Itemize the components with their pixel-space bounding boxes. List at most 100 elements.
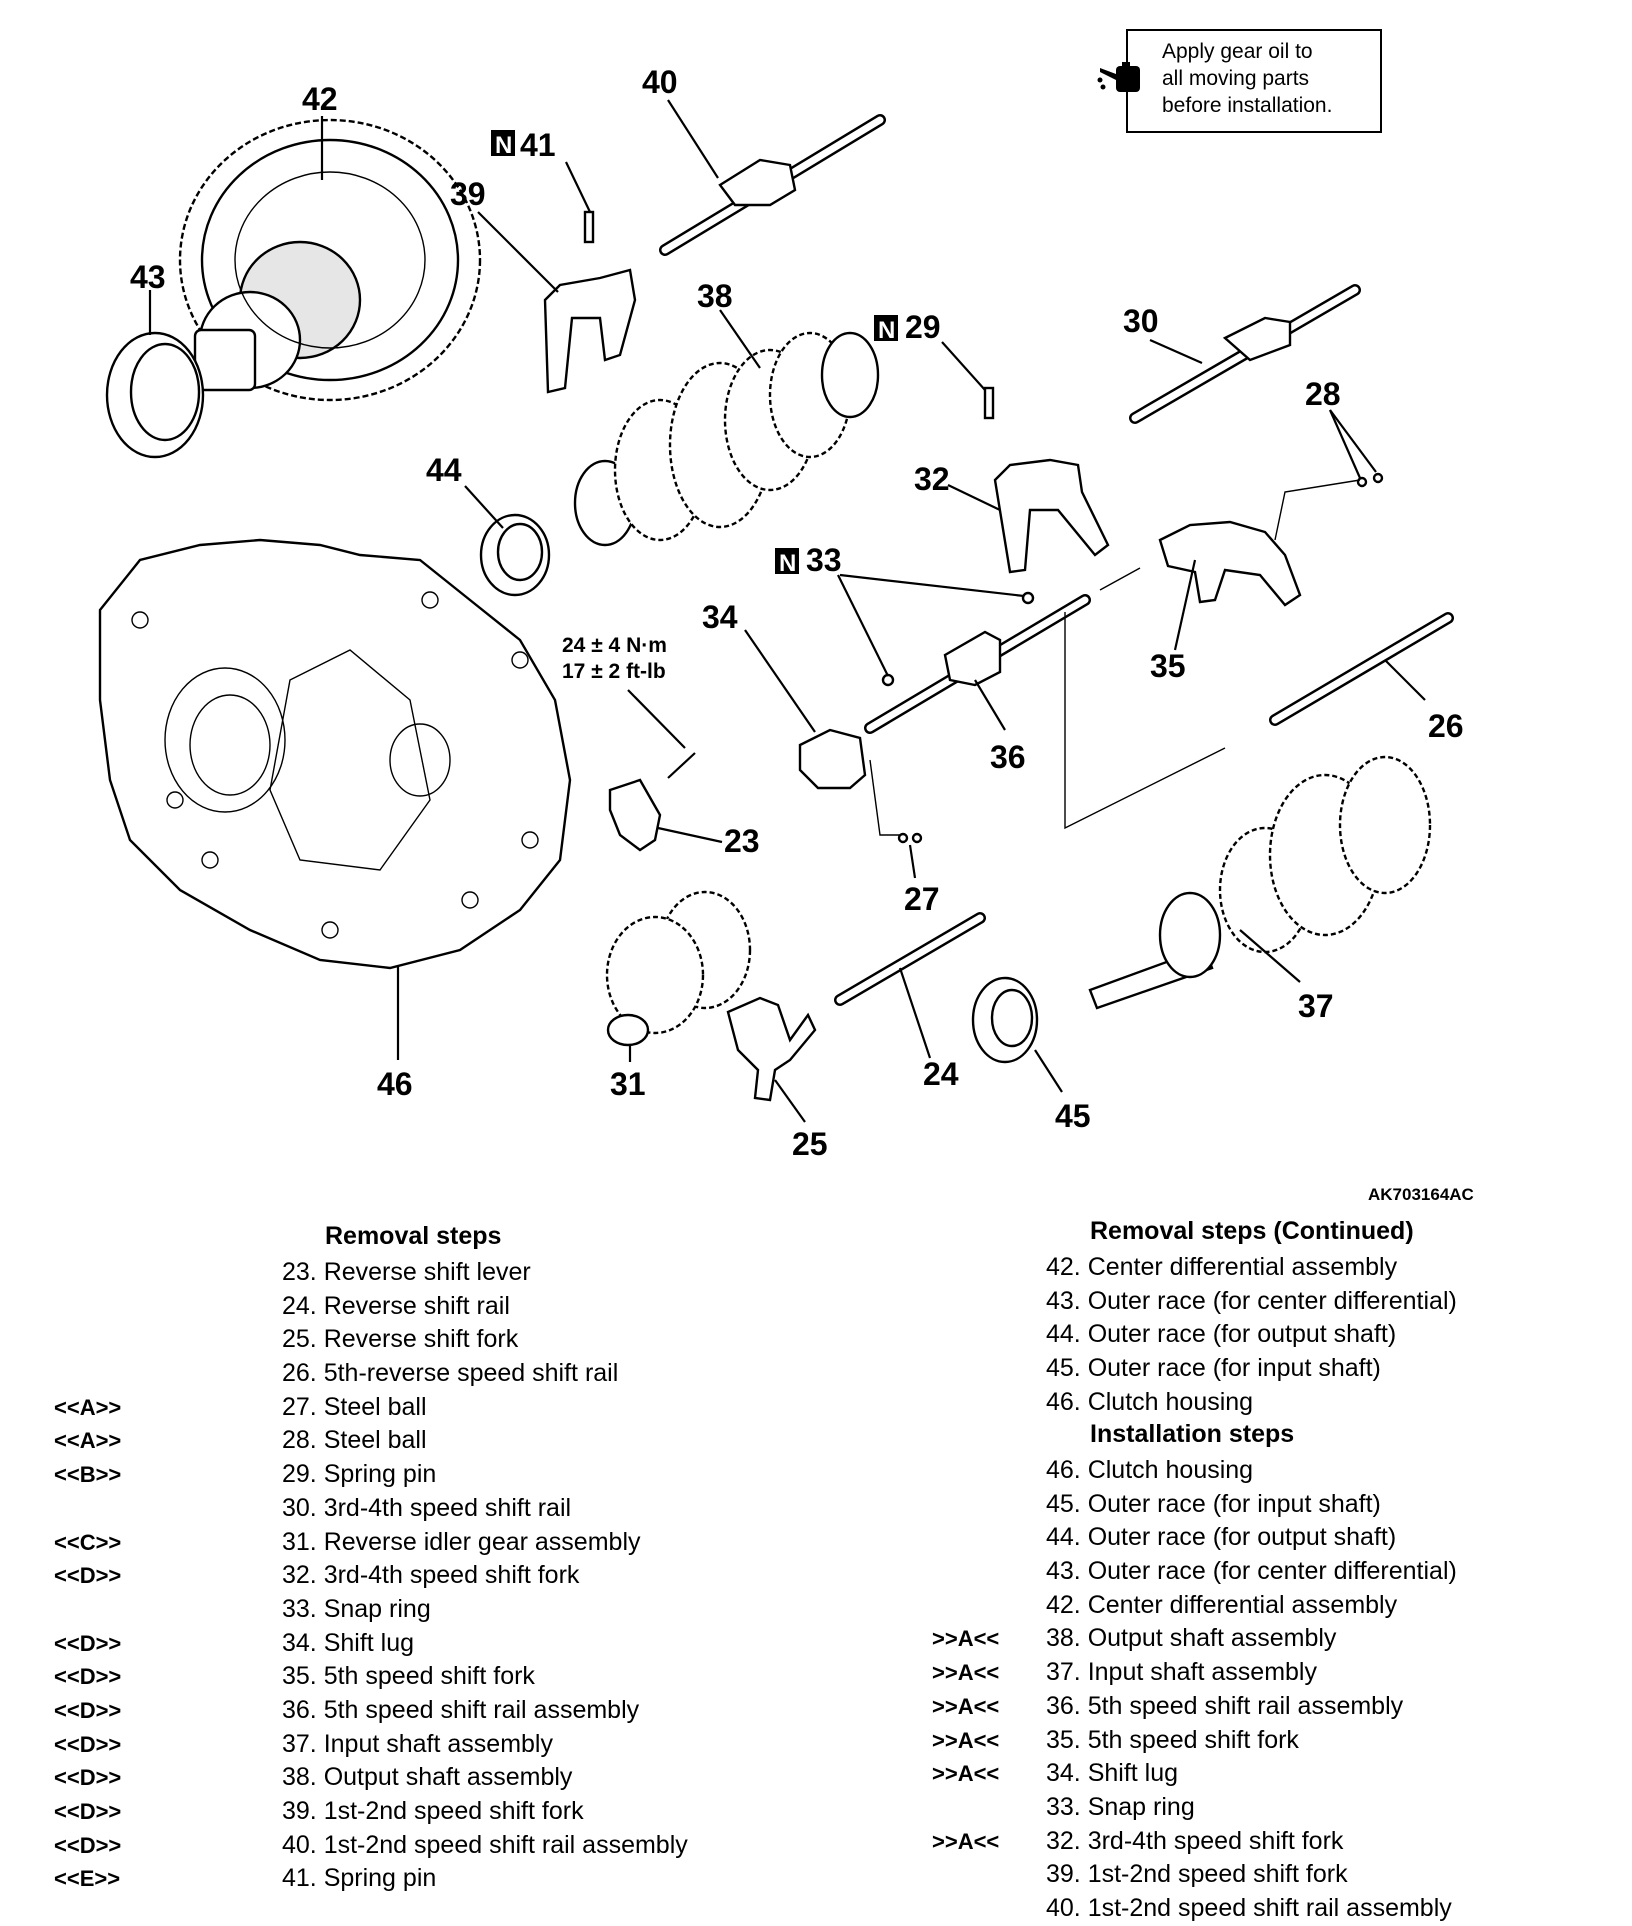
snap-ring-33a-drawing: [1021, 591, 1035, 605]
step-mark: <<D>>: [54, 1799, 122, 1824]
callout-38: 38: [697, 278, 733, 314]
note-line-1: Apply gear oil to: [1162, 40, 1313, 63]
step-item: 25. Reverse shift fork: [282, 1323, 688, 1357]
step-mark: <<C>>: [54, 1529, 122, 1555]
step-item: 45. Outer race (for input shaft): [1046, 1352, 1457, 1386]
step-item: >>A<< 34. Shift lug: [932, 1757, 1457, 1791]
step-mark: <<D>>: [54, 1563, 122, 1589]
step-text: 32. 3rd-4th speed shift fork: [1046, 1826, 1344, 1855]
step-text: 39. 1st-2nd speed shift fork: [282, 1797, 584, 1825]
step-mark: <<D>>: [54, 1664, 122, 1690]
output-shaft-drawing: [573, 331, 880, 547]
callout-43: 43: [130, 259, 166, 295]
step-mark: <<D>>: [54, 1630, 122, 1656]
step-text: 29. Spring pin: [282, 1460, 437, 1489]
reverse-shift-lever-drawing: [608, 778, 662, 852]
step-item: <<D>> 38. Output shaft assembly: [54, 1761, 688, 1795]
step-text: 33. Snap ring: [1046, 1792, 1195, 1821]
step-text: 34. Shift lug: [1046, 1759, 1179, 1788]
step-item: 42. Center differential assembly: [1046, 1251, 1457, 1285]
callout-37: 37: [1298, 988, 1334, 1024]
new-part-marker-41: N: [491, 130, 515, 159]
step-text: 32. 3rd-4th speed shift fork: [282, 1561, 580, 1590]
step-item: 45. Outer race (for input shaft): [1046, 1488, 1457, 1522]
callouts: 42 40 41 39 43 38 29 30 28 44 32 33 34 3…: [130, 64, 1464, 1162]
outer-race-45-drawing: [971, 976, 1039, 1064]
spring-pin-29-drawing: [983, 386, 995, 420]
note-line-2: all moving parts: [1162, 67, 1310, 90]
step-text: 36. 5th speed shift rail assembly: [1046, 1691, 1404, 1720]
step-text: 40. 1st-2nd speed shift rail assembly: [282, 1830, 688, 1859]
step-text: 41. Spring pin: [282, 1864, 437, 1893]
step-item: <<E>>41. Spring pin: [54, 1862, 688, 1896]
steel-ball-28a-drawing: [1356, 476, 1368, 488]
step-item: <<D>> 40. 1st-2nd speed shift rail assemb…: [54, 1829, 688, 1863]
step-text: 24. Reverse shift rail: [282, 1291, 510, 1320]
step-item: <<A>>27. Steel ball: [54, 1391, 688, 1425]
steel-ball-28b-drawing: [1372, 472, 1384, 484]
shift-rail-26-drawing: [1269, 612, 1454, 726]
step-mark: <<D>>: [54, 1765, 122, 1791]
step-item: >>A<< 37. Input shaft assembly: [932, 1656, 1457, 1690]
center-differential-drawing: [178, 118, 482, 402]
step-item: >>A<<38. Output shaft assembly: [932, 1622, 1457, 1656]
step-text: 38. Output shaft assembly: [282, 1763, 573, 1792]
callout-26: 26: [1428, 708, 1464, 744]
callout-32: 32: [914, 461, 950, 497]
step-text: 46. Clutch housing: [1046, 1387, 1254, 1416]
step-mark: >>A<<: [932, 1761, 1000, 1787]
shift-lug-drawing: [798, 728, 867, 790]
step-item: 26. 5th-reverse speed shift rail: [282, 1357, 688, 1391]
step-mark: >>A<<: [932, 1693, 1000, 1719]
callout-39: 39: [450, 176, 486, 212]
step-text: 33. Snap ring: [282, 1594, 431, 1623]
steel-ball-27b-drawing: [911, 832, 923, 844]
step-text: 25. Reverse shift fork: [282, 1325, 519, 1354]
callout-34: 34: [702, 599, 738, 635]
step-text: 43. Outer race (for center differential): [1046, 1557, 1457, 1586]
step-item: 42. Center differential assembly: [1046, 1589, 1457, 1623]
removal-steps-continued-title: Removal steps (Continued): [1090, 1217, 1414, 1245]
step-text: 37. Input shaft assembly: [1046, 1658, 1317, 1687]
step-mark: <<D>>: [54, 1697, 122, 1723]
reverse-shift-rail-drawing: [834, 912, 986, 1006]
step-item: 44. Outer race (for output shaft): [1046, 1318, 1457, 1352]
oil-can-icon: [1097, 62, 1140, 92]
step-item: 23. Reverse shift lever: [282, 1256, 688, 1290]
step-text: 43. Outer race (for center differential): [1046, 1286, 1457, 1315]
step-item: <<A>>28. Steel ball: [54, 1424, 688, 1458]
callout-23: 23: [724, 823, 760, 859]
step-mark: <<D>>: [54, 1832, 122, 1858]
shift-fork-35-drawing: [1158, 520, 1302, 607]
steel-ball-27-path: [869, 759, 900, 836]
step-item: 33. Snap ring: [1046, 1791, 1457, 1825]
step-text: 26. 5th-reverse speed shift rail: [282, 1359, 619, 1388]
input-shaft-drawing: [1088, 755, 1432, 1010]
step-mark: <<B>>: [54, 1462, 122, 1488]
step-mark: <<A>>: [54, 1428, 122, 1454]
callout-27: 27: [904, 881, 940, 917]
step-text: 37. Input shaft assembly: [282, 1729, 553, 1758]
step-text: 34. Shift lug: [282, 1628, 415, 1657]
step-text: 44. Outer race (for output shaft): [1046, 1320, 1397, 1349]
gear-oil-note: Apply gear oil to all moving parts befor…: [1162, 38, 1382, 119]
spring-pin-41-drawing: [583, 210, 595, 244]
steel-ball-28-path: [1274, 479, 1361, 541]
step-item: <<D>> 34. Shift lug: [54, 1627, 688, 1661]
step-mark: >>A<<: [932, 1660, 1000, 1686]
step-item: 46. Clutch housing: [1046, 1454, 1457, 1488]
step-item: >>A<< 36. 5th speed shift rail assembly: [932, 1690, 1457, 1724]
callout-33: 33: [806, 542, 842, 578]
leader-lines: [148, 99, 1426, 1123]
svg-text:N: N: [779, 550, 796, 577]
step-item: <<D>> 32. 3rd-4th speed shift fork: [54, 1559, 688, 1593]
shift-fork-32-drawing: [993, 458, 1110, 574]
shift-rail-36-drawing: [864, 594, 1091, 734]
step-item: <<B>> 29. Spring pin: [54, 1458, 688, 1492]
callout-40: 40: [642, 64, 678, 100]
callout-30: 30: [1123, 303, 1159, 339]
new-part-marker-33: N: [775, 548, 799, 577]
step-item: <<D>>36. 5th speed shift rail assembly: [54, 1694, 688, 1728]
